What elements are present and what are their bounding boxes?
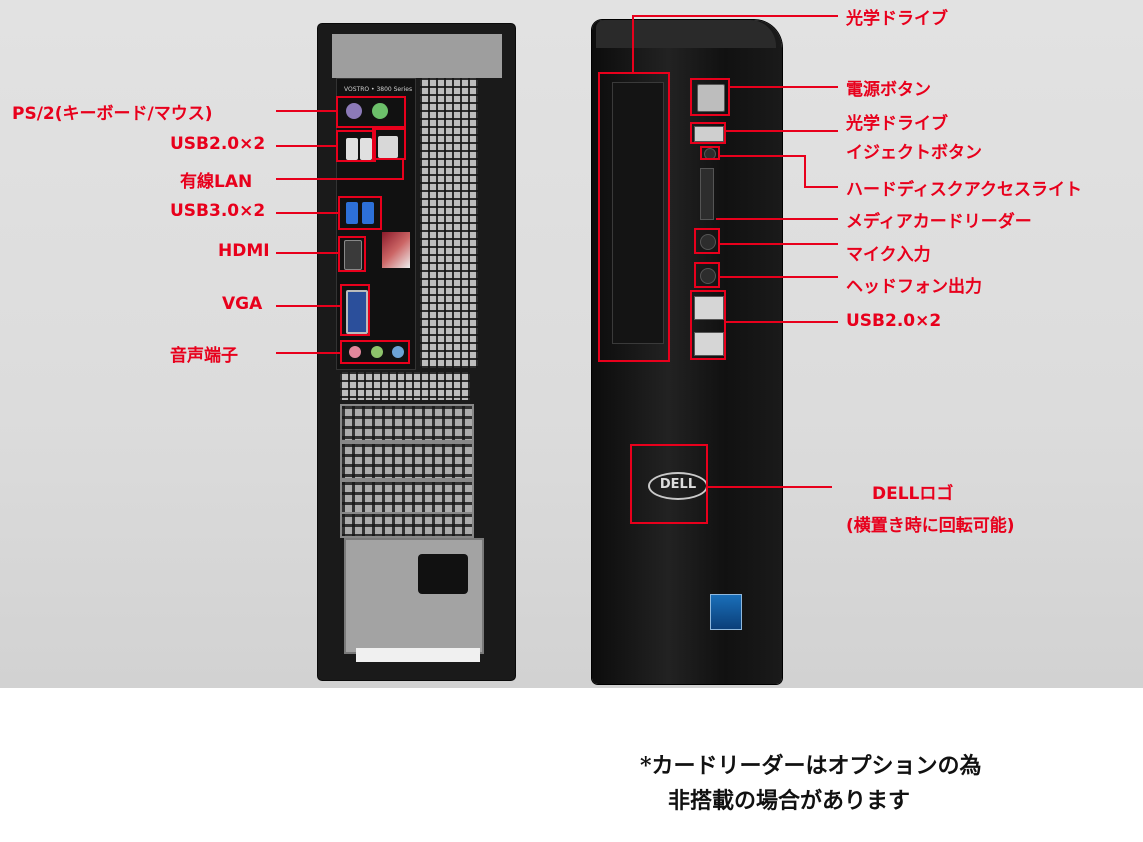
front-top-edge [596,20,776,48]
card-reader-label: メディアカードリーダー [846,212,1032,232]
lan-pointer-vertical [402,160,404,180]
ps2-keyboard-port [346,103,362,119]
optical-drive-label: 光学ドライブ [846,9,948,29]
lan-highlight [372,128,406,160]
audio-label: 音声端子 [170,346,238,366]
headphone-jack-highlight [694,262,720,288]
eject-button-highlight [690,122,726,144]
ps2-mouse-port [372,103,388,119]
dell-logo-label-line2: (横置き時に回転可能) [846,516,1015,536]
vga-highlight [340,284,370,336]
vga-label: VGA [222,294,263,314]
optical-drive-pointer [632,15,838,17]
lan-label: 有線LAN [180,172,253,192]
usb2-rear-label: USB2.0×2 [170,134,266,154]
dell-logo-highlight [630,444,708,524]
hdd-light-label: ハードディスクアクセスライト [846,180,1082,200]
product-photo: VOSTRO • 3800 Series DELL PS/2(キーボード/マウス… [0,0,1143,688]
rear-lower-vent [340,372,470,400]
hdd-light-pointer-end [804,186,838,188]
power-button-label: 電源ボタン [846,80,931,100]
power-button-graphic [697,84,725,112]
eject-button-label-line2: イジェクトボタン [846,143,982,163]
intel-core-sticker [710,594,742,630]
dell-logo-pointer [708,486,832,488]
optical-drive-bay [612,82,664,344]
mic-jack-graphic [700,234,716,250]
audio-pointer [276,352,340,354]
mic-jack-pointer [720,243,838,245]
lan-pointer [276,178,404,180]
usb3-label: USB3.0×2 [170,201,266,221]
power-socket [418,554,468,594]
expansion-slot-cover [340,442,474,480]
dell-logo-label-line1: DELLロゴ [872,484,954,504]
front-usb-port-graphic [694,296,724,320]
rear-usb2-port [346,138,358,160]
eject-button-graphic [694,126,724,142]
optical-drive-highlight [598,72,670,362]
card-reader-pointer [716,218,838,220]
windows-sticker [382,232,410,268]
hdd-light-highlight [700,146,720,160]
rear-usb3-port [362,202,374,224]
front-usb-highlight [690,290,726,360]
hdmi-highlight [338,236,366,272]
hdd-light-pointer [720,155,806,157]
footnote-line2: 非搭載の場合があります [668,788,911,814]
mic-jack-label: マイク入力 [846,245,931,265]
usb2-rear-highlight [336,130,376,162]
ps2-highlight [336,96,406,128]
headphone-jack-pointer [720,276,838,278]
rear-top-bracket [332,34,502,78]
eject-button-pointer [726,130,838,132]
front-usb-pointer [726,321,838,323]
expansion-slot-cover [340,404,474,442]
card-reader-slot-graphic [700,168,714,220]
lan-port [378,136,398,158]
rear-usb2-port [360,138,372,160]
headphone-jack-label: ヘッドフォン出力 [846,277,982,297]
audio-highlight [340,340,410,364]
audio-jack-pink [349,346,361,358]
audio-jack-blue [392,346,404,358]
power-button-highlight [690,78,730,116]
rear-ventilation-grille [420,78,478,368]
ps2-label: PS/2(キーボード/マウス) [12,104,213,124]
optical-drive-pointer-vertical [632,15,634,72]
expansion-slot-cover [340,512,474,538]
mic-jack-highlight [694,228,720,254]
vga-pointer [276,305,340,307]
ps2-pointer [276,110,336,112]
footnote-line1: *カードリーダーはオプションの為 [640,753,982,779]
vga-port [346,290,368,334]
front-usb-label: USB2.0×2 [846,311,942,331]
audio-jack-green [371,346,383,358]
vostro-series-label: VOSTRO • 3800 Series [344,86,413,93]
headphone-jack-graphic [700,268,716,284]
rear-usb3-port [346,202,358,224]
front-usb-port-graphic [694,332,724,356]
service-tag-label [356,648,480,662]
hdmi-label: HDMI [218,241,270,261]
hdd-light-pointer-vertical [804,155,806,188]
expansion-slot-cover [340,480,474,518]
usb2-rear-pointer [276,145,336,147]
power-button-pointer [730,86,838,88]
hdmi-pointer [276,252,338,254]
usb3-highlight [338,196,382,230]
eject-button-label-line1: 光学ドライブ [846,114,948,134]
hdmi-port [344,240,362,270]
usb3-pointer [276,212,338,214]
